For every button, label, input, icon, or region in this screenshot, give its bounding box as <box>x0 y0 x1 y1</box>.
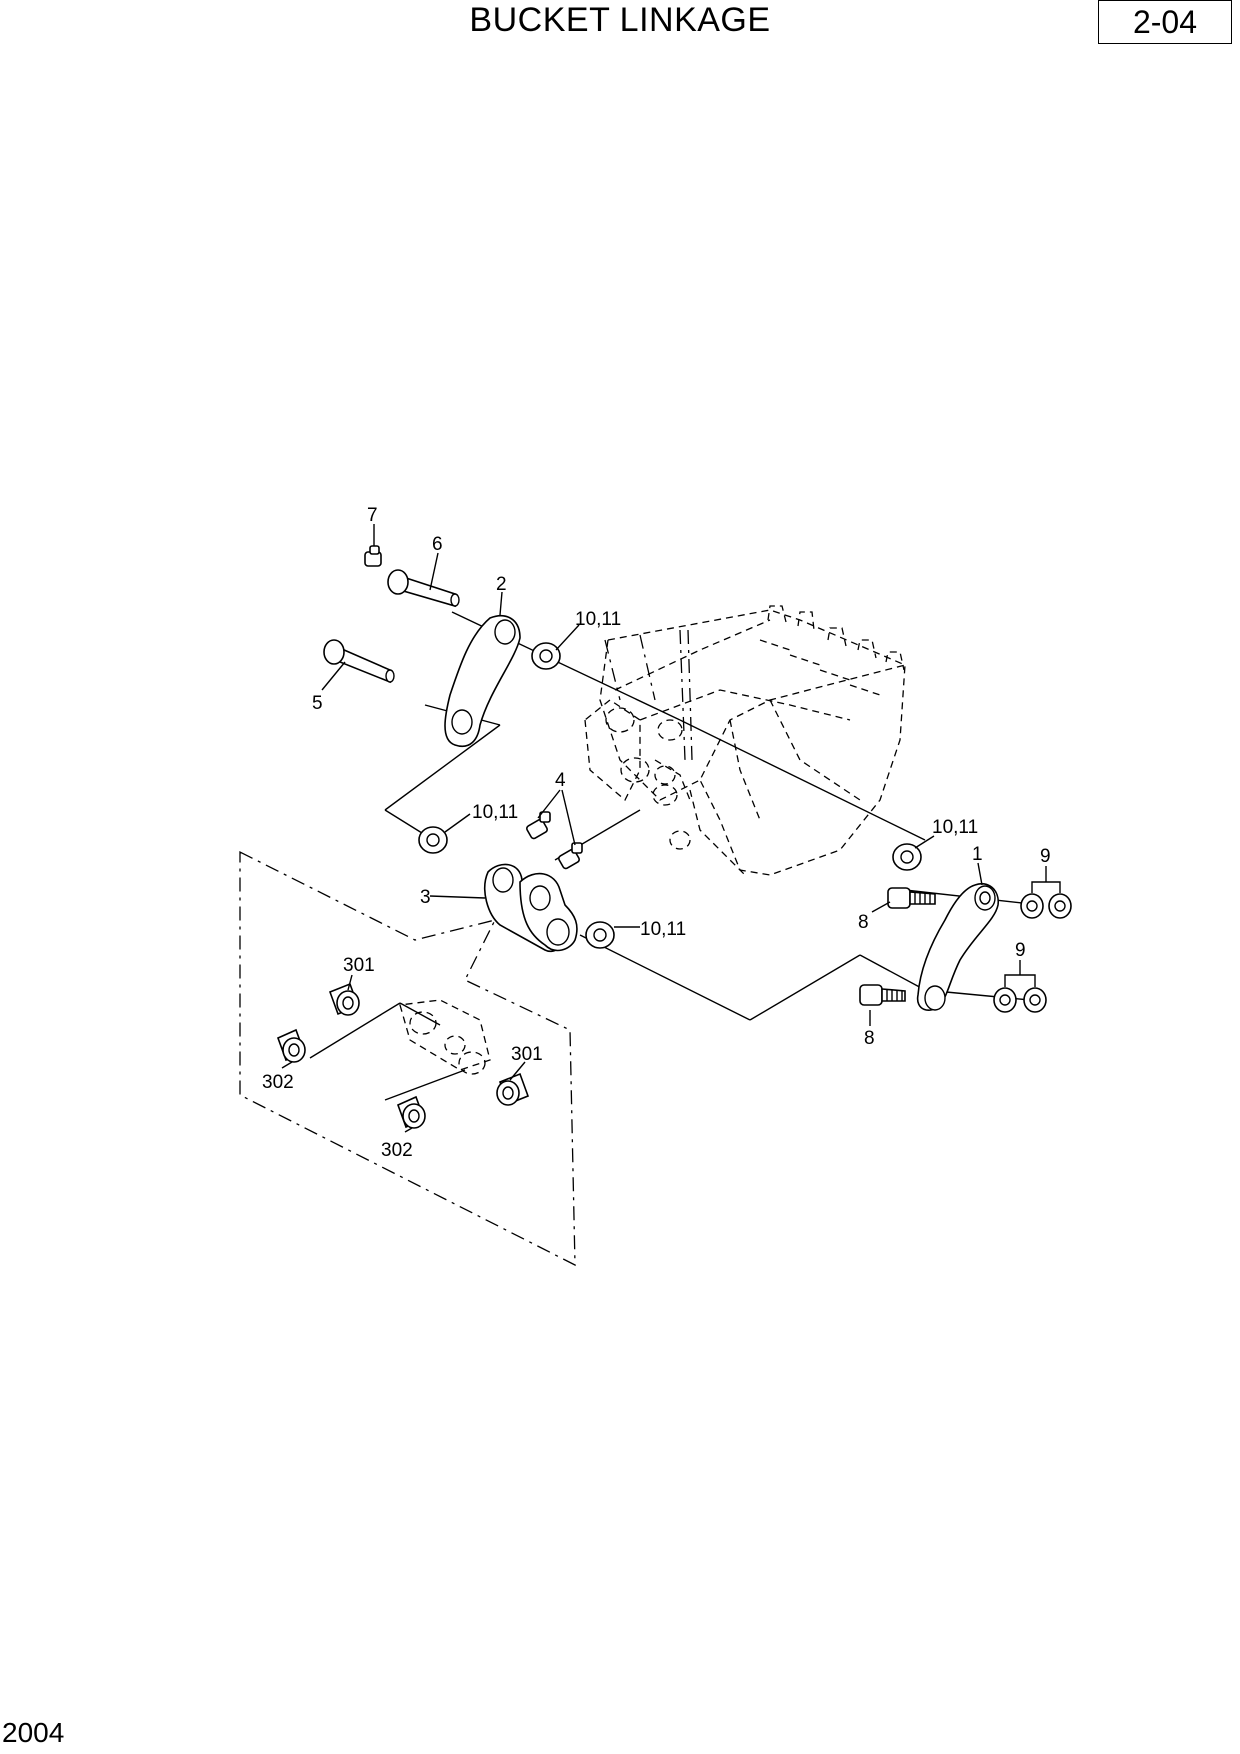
part-9-nut-b1 <box>993 987 1017 1013</box>
part-302-bushing-a <box>276 1028 306 1063</box>
part-10-11-washer-c <box>585 921 615 949</box>
callout-8-b: 8 <box>864 1028 875 1049</box>
part-8-bolt-a <box>887 887 936 909</box>
part-1-link <box>916 883 999 1011</box>
part-8-bolt-b <box>859 984 906 1006</box>
part-4-grease-fitting-b <box>558 842 583 870</box>
part-5-pin <box>323 639 395 684</box>
page-ref-box: 2-04 <box>1098 0 1232 44</box>
part-9-nut-b2 <box>1023 987 1047 1013</box>
callout-4: 4 <box>555 770 566 791</box>
callout-leaders <box>281 524 1061 1133</box>
callout-labels: 7 6 2 5 10,11 4 10,11 3 10,11 10,11 1 9 … <box>262 505 1051 1161</box>
assembly-leader-lines <box>309 611 1041 1101</box>
callout-9-a: 9 <box>1040 846 1051 867</box>
callout-8-a: 8 <box>858 912 869 933</box>
callout-6: 6 <box>432 534 443 555</box>
part-6-pin <box>387 569 460 608</box>
callout-302-b: 302 <box>381 1140 413 1161</box>
bucket-outline <box>584 605 906 876</box>
part-301-bushing-a <box>328 982 360 1016</box>
part-10-11-washer-d <box>892 843 922 871</box>
callout-9-b: 9 <box>1015 940 1026 961</box>
callout-301-a: 301 <box>343 955 375 976</box>
callout-10-11-d: 10,11 <box>932 817 978 838</box>
callout-10-11-c: 10,11 <box>640 919 686 940</box>
part-301-bushing-b <box>496 1072 530 1106</box>
callout-2: 2 <box>496 574 507 595</box>
callout-10-11-b: 10,11 <box>472 802 518 823</box>
subassembly-boundary <box>239 850 576 1267</box>
part-9-nut-a2 <box>1048 893 1072 919</box>
callout-7: 7 <box>367 505 378 526</box>
part-2-link <box>444 614 521 747</box>
page-title: BUCKET LINKAGE <box>469 1 771 39</box>
footer-code: 2004 <box>2 1717 65 1748</box>
callout-5: 5 <box>312 693 323 714</box>
callout-3: 3 <box>420 887 431 908</box>
callout-301-b: 301 <box>511 1044 543 1065</box>
part-302-bushing-b <box>396 1095 426 1129</box>
part-9-nut-a1 <box>1020 893 1044 919</box>
part-10-11-washer-b <box>418 826 448 854</box>
part-4-grease-fitting-a <box>526 811 551 840</box>
part-7-grease-nipple <box>364 545 382 567</box>
callout-1: 1 <box>972 844 983 865</box>
part-10-11-washer-a <box>531 642 561 670</box>
part-3-yoke <box>484 863 578 953</box>
callout-10-11-a: 10,11 <box>575 609 621 630</box>
callout-302-a: 302 <box>262 1072 294 1093</box>
